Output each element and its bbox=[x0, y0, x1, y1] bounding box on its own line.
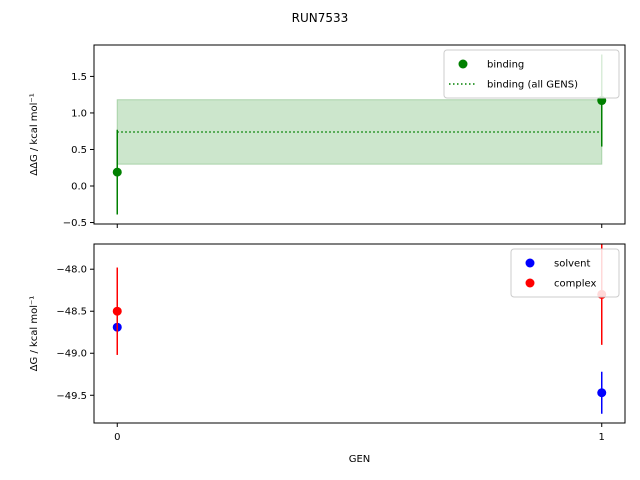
legend-box bbox=[443, 49, 620, 99]
axes-frame bbox=[93, 243, 626, 424]
y-axis-label: ΔΔG / kcal mol⁻¹ bbox=[29, 93, 40, 175]
legend-label: binding (all GENS) bbox=[487, 80, 578, 91]
legend-box bbox=[510, 248, 620, 298]
y-axis-label: ΔG / kcal mol⁻¹ bbox=[29, 296, 40, 372]
legend-label: solvent bbox=[554, 259, 591, 270]
axes-frame bbox=[93, 44, 626, 225]
y-tick-label: 1.5 bbox=[71, 72, 87, 83]
data-point bbox=[112, 167, 122, 177]
x-tick-label: 1 bbox=[599, 432, 605, 443]
x-tick-label: 0 bbox=[114, 432, 120, 443]
y-tick-label: −0.5 bbox=[63, 218, 87, 229]
y-tick-label: 0.0 bbox=[71, 182, 87, 193]
legend-marker bbox=[525, 258, 535, 268]
legend-label: complex bbox=[554, 279, 596, 290]
y-tick-label: 0.5 bbox=[71, 145, 87, 156]
data-point bbox=[597, 388, 607, 398]
legend-label: binding bbox=[487, 60, 524, 71]
x-axis-label: GEN bbox=[349, 454, 371, 465]
y-tick-label: 1.0 bbox=[71, 108, 87, 119]
free-energy-panel: −48.0 −48.5 −49.0 −49.5 0 1 ΔG / kcal mol⁻¹ sol… bbox=[29, 243, 626, 443]
legend: binding binding (all GENS) bbox=[443, 49, 620, 99]
legend-marker bbox=[458, 59, 468, 69]
legend: solvent complex bbox=[510, 248, 620, 298]
data-point bbox=[112, 306, 122, 316]
chart-title: RUN7533 bbox=[292, 11, 349, 25]
y-tick-label: −48.0 bbox=[56, 265, 87, 276]
y-tick-label: −49.0 bbox=[56, 349, 87, 360]
legend-marker bbox=[525, 278, 535, 288]
y-tick-label: −49.5 bbox=[56, 391, 87, 402]
y-tick-label: −48.5 bbox=[56, 307, 87, 318]
